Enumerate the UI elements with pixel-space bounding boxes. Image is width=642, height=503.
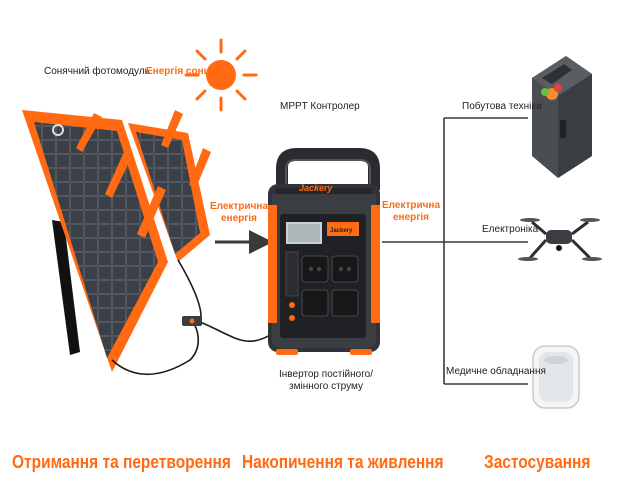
label-solar-module: Сонячний фотомодуль: [44, 66, 150, 77]
sunlight-arrows: [76, 110, 211, 238]
stage-use: Застосування: [484, 452, 591, 472]
label-solar-energy: Енергія сонця: [146, 66, 216, 77]
label-inverter-line2: змінного струму: [289, 381, 363, 392]
fridge-icon: [532, 56, 592, 178]
label-mppt: MPPT Контролер: [280, 101, 360, 112]
solar-panel-icon: [22, 110, 210, 372]
label-electric-energy-in-line1: Електрична: [209, 201, 269, 212]
label-electric-energy-out-line1: Електрична: [381, 200, 441, 211]
medical-device-icon: [532, 345, 580, 409]
stage-receive: Отримання та перетворення: [12, 452, 231, 472]
power-station-icon: [268, 148, 380, 355]
device-panel-brand: Jackery: [330, 228, 353, 234]
label-inverter-line1: Інвертор постійного/: [279, 369, 373, 380]
drone-icon: [518, 218, 602, 261]
label-electric-energy-out: Електрична енергія: [380, 200, 442, 224]
label-household: Побутова техніка: [462, 101, 542, 112]
label-electric-energy-in-line2: енергія: [220, 213, 258, 224]
sun-icon: [184, 38, 258, 112]
label-electric-energy-in: Електрична енергія: [206, 201, 272, 225]
label-inverter: Інвертор постійного/ змінного струму: [272, 369, 380, 393]
distribution-lines: [382, 117, 528, 385]
label-electronics: Електроніка: [482, 224, 539, 235]
label-electric-energy-out-line2: енергія: [392, 212, 430, 223]
label-medical: Медичне обладнання: [446, 366, 546, 377]
device-brand: Jackery: [299, 183, 334, 193]
stage-store: Накопичення та живлення: [242, 452, 444, 472]
